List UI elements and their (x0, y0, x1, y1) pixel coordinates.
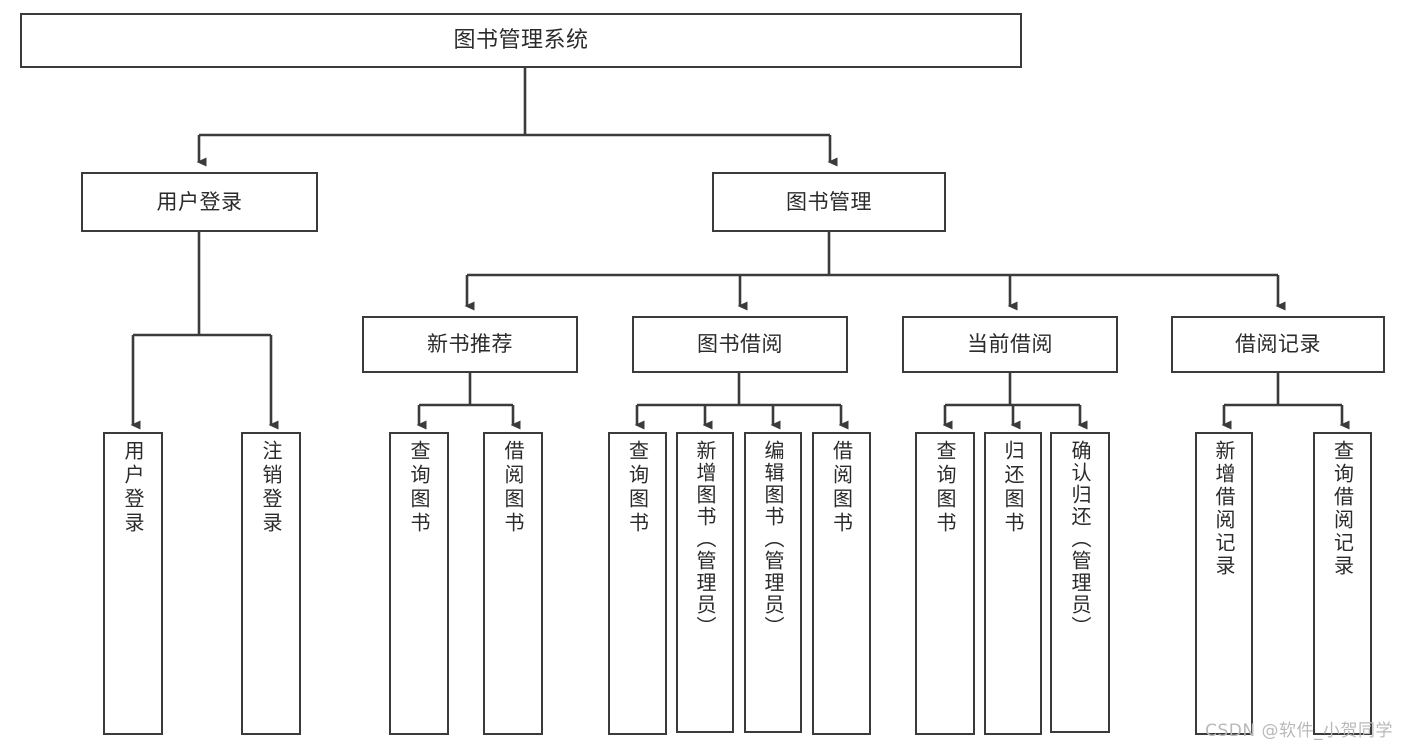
node-leaf-label: 注销登录 (259, 440, 283, 536)
node-borrow-record[interactable]: 借阅记录 (1171, 316, 1385, 373)
node-leaf-label: 新增图书（管理员） (693, 440, 717, 638)
node-leaf-borrow-book[interactable]: 借阅图书 (812, 432, 871, 735)
node-leaf-add-borrow-record[interactable]: 新增借阅记录 (1195, 432, 1253, 735)
node-leaf-query-borrow-record[interactable]: 查询借阅记录 (1313, 432, 1372, 735)
node-root-system[interactable]: 图书管理系统 (20, 13, 1022, 68)
node-leaf-label: 查询借阅记录 (1330, 440, 1355, 578)
node-leaf-label: 查询图书 (407, 440, 431, 536)
node-leaf-label: 用户登录 (121, 440, 145, 536)
node-user-login[interactable]: 用户登录 (81, 172, 318, 232)
node-leaf-label: 归还图书 (1001, 440, 1025, 536)
node-leaf-confirm-return-admin[interactable]: 确认归还（管理员） (1050, 432, 1110, 733)
node-leaf-user-logout[interactable]: 注销登录 (241, 432, 301, 735)
node-leaf-label: 编辑图书（管理员） (761, 440, 785, 638)
node-leaf-label: 查询图书 (625, 440, 650, 536)
node-leaf-query-book-current[interactable]: 查询图书 (915, 432, 975, 735)
node-leaf-label: 新增借阅记录 (1212, 440, 1236, 578)
node-book-management[interactable]: 图书管理 (712, 172, 946, 232)
node-current-borrow[interactable]: 当前借阅 (902, 316, 1118, 373)
node-new-book-recommend[interactable]: 新书推荐 (362, 316, 578, 373)
node-leaf-borrow-book-recommend[interactable]: 借阅图书 (483, 432, 543, 735)
node-leaf-query-book-borrow[interactable]: 查询图书 (608, 432, 667, 735)
node-leaf-label: 借阅图书 (829, 440, 854, 536)
node-leaf-add-book-admin[interactable]: 新增图书（管理员） (676, 432, 734, 733)
node-leaf-label: 查询图书 (933, 440, 957, 536)
node-leaf-user-login[interactable]: 用户登录 (103, 432, 163, 735)
node-leaf-edit-book-admin[interactable]: 编辑图书（管理员） (744, 432, 802, 733)
node-leaf-label: 确认归还（管理员） (1068, 440, 1092, 638)
csdn-watermark: CSDN @软件_小贺同学 (1205, 721, 1393, 741)
node-leaf-query-book-recommend[interactable]: 查询图书 (389, 432, 449, 735)
node-book-borrow[interactable]: 图书借阅 (632, 316, 848, 373)
node-leaf-label: 借阅图书 (501, 440, 525, 536)
node-leaf-return-book[interactable]: 归还图书 (984, 432, 1042, 735)
